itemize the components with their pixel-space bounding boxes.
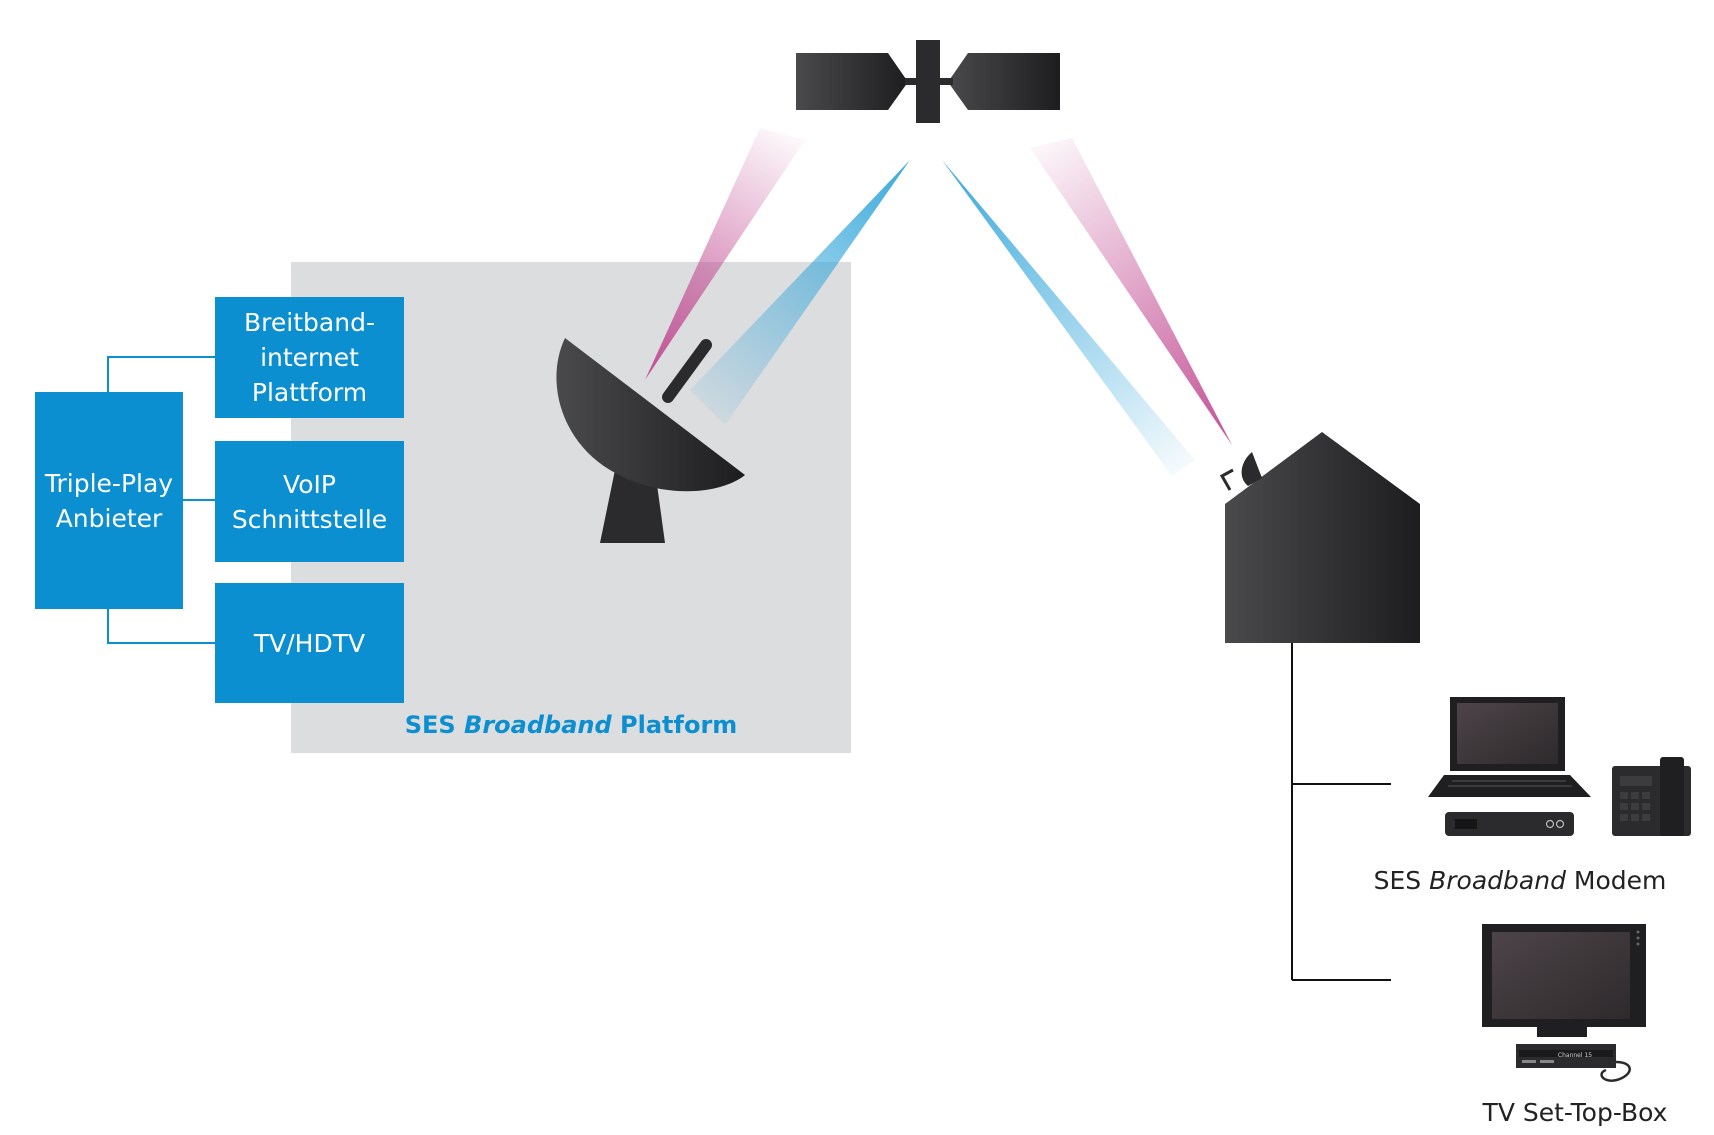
platform-label-prefix: SES <box>404 711 456 739</box>
laptop-icon <box>1428 697 1591 797</box>
set-top-box-label: TV Set-Top-Box <box>1400 1098 1714 1127</box>
uplink-blue-beam <box>690 160 910 425</box>
voip-interface-label: VoIP Schnittstelle <box>231 469 388 534</box>
platform-label: SES Broadband Platform <box>291 711 851 739</box>
provider-connectors <box>107 356 215 644</box>
house-icon <box>1219 432 1420 643</box>
modem-label-prefix: SES <box>1373 866 1422 895</box>
broadband-platform-box: Breitband- internet Plattform <box>215 297 404 418</box>
triple-play-provider-box: Triple-Play Anbieter <box>35 392 183 609</box>
voip-interface-box: VoIP Schnittstelle <box>215 441 404 562</box>
satellite-icon <box>796 40 1060 123</box>
tv-hdtv-label: TV/HDTV <box>253 628 366 658</box>
platform-label-suffix: Platform <box>620 711 738 739</box>
signal-beams <box>645 128 1232 476</box>
set-top-box-label-text: TV Set-Top-Box <box>1482 1098 1668 1127</box>
phone-icon <box>1612 757 1691 836</box>
modem-icon <box>1445 812 1574 836</box>
broadband-platform-label: Breitband- internet Plattform <box>244 308 375 407</box>
tv-icon <box>1482 924 1646 1037</box>
home-dish-icon <box>1241 452 1262 486</box>
set-top-box-icon: Channel 15 <box>1516 1044 1631 1082</box>
downlink-blue-beam <box>942 160 1195 476</box>
uplink-pink-beam <box>645 128 805 380</box>
modem-label: SES Broadband Modem <box>1340 866 1700 895</box>
platform-label-italic: Broadband <box>464 711 612 739</box>
modem-label-suffix: Modem <box>1573 866 1667 895</box>
modem-label-italic: Broadband <box>1429 866 1566 895</box>
ground-dish-icon <box>556 338 745 543</box>
tv-hdtv-box: TV/HDTV <box>215 583 404 703</box>
provider-label: Triple-Play Anbieter <box>44 468 174 533</box>
home-network-lines <box>1291 643 1391 981</box>
stb-channel-text: Channel 15 <box>1558 1052 1592 1059</box>
downlink-pink-beam <box>1030 138 1232 445</box>
stb-cable <box>1600 1060 1631 1082</box>
